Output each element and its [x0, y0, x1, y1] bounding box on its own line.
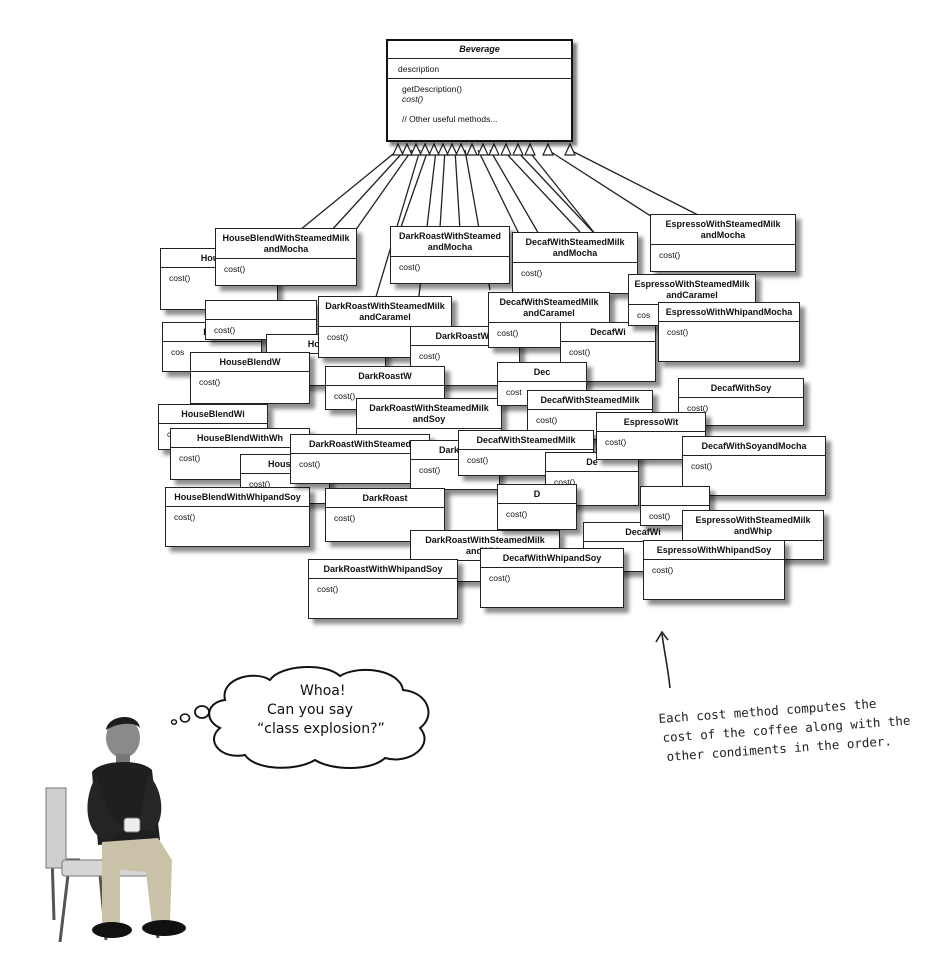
subclass-name: DecafWithSteamedMilk andMocha	[513, 233, 637, 263]
beverage-comment: // Other useful methods...	[402, 114, 498, 124]
beverage-attribute: description	[388, 59, 571, 79]
subclass-name: DarkRoastWithSteamed andMocha	[391, 227, 509, 257]
subclass-box: DecafWithSteamedMilk andMocha cost()	[512, 232, 638, 294]
subclass-cost-method: cost()	[214, 325, 236, 335]
subclass-name: HouseBlendWithWhipandSoy	[166, 488, 309, 507]
subclass-name: EspressoWithSteamedMilk andWhip	[683, 511, 823, 541]
subclass-cost-method: cost()	[334, 513, 356, 523]
subclass-cost-method: cost()	[659, 250, 681, 260]
subclass-name: DecafWithSoyandMocha	[683, 437, 825, 456]
subclass-cost-method: cost()	[327, 332, 349, 342]
subclass-box: DecafWithWhipandSoy cost()	[480, 548, 624, 608]
subclass-box: HouseBlendW cost()	[190, 352, 310, 404]
subclass-cost-method: cost()	[506, 509, 528, 519]
subclass-cost-method: cost()	[419, 465, 441, 475]
subclass-cost-method: cost()	[521, 268, 543, 278]
subclass-name: DarkRo	[411, 441, 499, 460]
subclass-cost-method: cost()	[224, 264, 246, 274]
subclass-name: HouseB	[241, 455, 329, 474]
subclass-cost-method: cost()	[249, 479, 271, 489]
subclass-cost-method: cos	[171, 347, 185, 357]
subclass-name	[641, 487, 709, 506]
bubble-line-2: Can you say	[267, 702, 354, 718]
subclass-name: De	[546, 453, 638, 472]
subclass-cost-method: cost()	[169, 273, 191, 283]
subclass-box: EspressoWithWhipandMocha cost()	[658, 302, 800, 362]
subclass-name: D	[498, 485, 576, 504]
subclass-cost-method: cost()	[317, 584, 339, 594]
subclass-name: DecafWithSoy	[679, 379, 803, 398]
subclass-box: DarkRoastWithSteamed cost()	[290, 434, 430, 484]
pointer-arrow-icon	[655, 630, 671, 689]
subclass-name: HouseBlendW	[191, 353, 309, 372]
subclass-cost-method: cost()	[299, 459, 321, 469]
subclass-cost-method: cost()	[667, 327, 689, 337]
bubble-line-3: “class explosion?”	[257, 721, 385, 737]
subclass-name: DecafWithSteamedMilk	[528, 391, 652, 410]
subclass-box: cost()	[640, 486, 710, 526]
subclass-box: DarkRoastWithWhipandSoy cost()	[308, 559, 458, 619]
subclass-name: EspressoWithSteamedMilk andMocha	[651, 215, 795, 245]
subclass-name: DarkRoastWithSteamedMilk andCaramel	[319, 297, 451, 327]
subclass-cost-method: cost()	[174, 512, 196, 522]
subclass-cost-method: cost()	[691, 461, 713, 471]
subclass-name: Dec	[498, 363, 586, 382]
subclass-name: EspressoWit	[597, 413, 705, 432]
subclass-name: EspressoWithWhipandMocha	[659, 303, 799, 322]
bubble-line-1: Whoa!	[300, 683, 346, 699]
subclass-box: EspressoWithWhipandSoy cost()	[643, 540, 785, 600]
thinking-person-image	[45, 716, 186, 943]
subclass-cost-method: cost()	[199, 377, 221, 387]
subclass-name: DarkRoastWithSteamedMilk andSoy	[357, 399, 501, 429]
subclass-name: EspressoWithWhipandSoy	[644, 541, 784, 560]
subclass-name: HouseBlendWithSteamedMilk andMocha	[216, 229, 356, 259]
subclass-box: HouseBlendWithWhipandSoy cost()	[165, 487, 310, 547]
subclass-cost-method: cos	[637, 310, 651, 320]
subclass-cost-method: cost()	[569, 347, 591, 357]
subclass-cost-method: cost()	[652, 565, 674, 575]
subclass-box: cost()	[205, 300, 317, 340]
subclass-name: DecafWithSteamedMilk andCaramel	[489, 293, 609, 323]
beverage-class: Beverage description getDescription() co…	[386, 39, 573, 142]
subclass-box: HouseBlendWithSteamedMilk andMocha cost()	[215, 228, 357, 286]
subclass-cost-method: cost()	[399, 262, 421, 272]
subclass-name	[206, 301, 316, 320]
subclass-name: DecafWithWhipandSoy	[481, 549, 623, 568]
subclass-name: DecafWithSteamedMilk	[459, 431, 593, 450]
subclass-box: DarkRoastWithSteamed andMocha cost()	[390, 226, 510, 284]
subclass-cost-method: cost()	[605, 437, 627, 447]
subclass-cost-method: cost	[506, 387, 522, 397]
subclass-name: DarkRoastWithSteamed	[291, 435, 429, 454]
subclass-cost-method: cost()	[649, 511, 671, 521]
subclass-name: DarkRoastWithWhipandSoy	[309, 560, 457, 579]
beverage-method-getdescription: getDescription()	[402, 84, 462, 94]
subclass-name: HouseBlendWi	[159, 405, 267, 424]
subclass-cost-method: cost()	[489, 573, 511, 583]
subclass-name: HouseBlendWithWh	[171, 429, 309, 448]
subclass-name: EspressoWithSteamedMilk andCaramel	[629, 275, 755, 305]
subclass-box: EspressoWithSteamedMilk andMocha cost()	[650, 214, 796, 272]
subclass-name: DecafWi	[561, 323, 655, 342]
subclass-cost-method: cost()	[497, 328, 519, 338]
subclass-cost-method: cost()	[687, 403, 709, 413]
subclass-cost-method: cost()	[179, 453, 201, 463]
subclass-name: DarkRoastWit	[411, 327, 519, 346]
subclass-cost-method: cost()	[334, 391, 356, 401]
thought-bubble	[170, 666, 430, 769]
subclass-cost-method: cost()	[419, 351, 441, 361]
subclass-cost-method: cost()	[554, 477, 576, 487]
beverage-class-name: Beverage	[388, 41, 571, 59]
subclass-name: DarkRoastW	[326, 367, 444, 386]
beverage-method-cost: cost()	[402, 94, 424, 104]
subclass-cost-method: cost()	[467, 455, 489, 465]
subclass-name: DarkRoast	[326, 489, 444, 508]
subclass-cost-method: cost()	[536, 415, 558, 425]
